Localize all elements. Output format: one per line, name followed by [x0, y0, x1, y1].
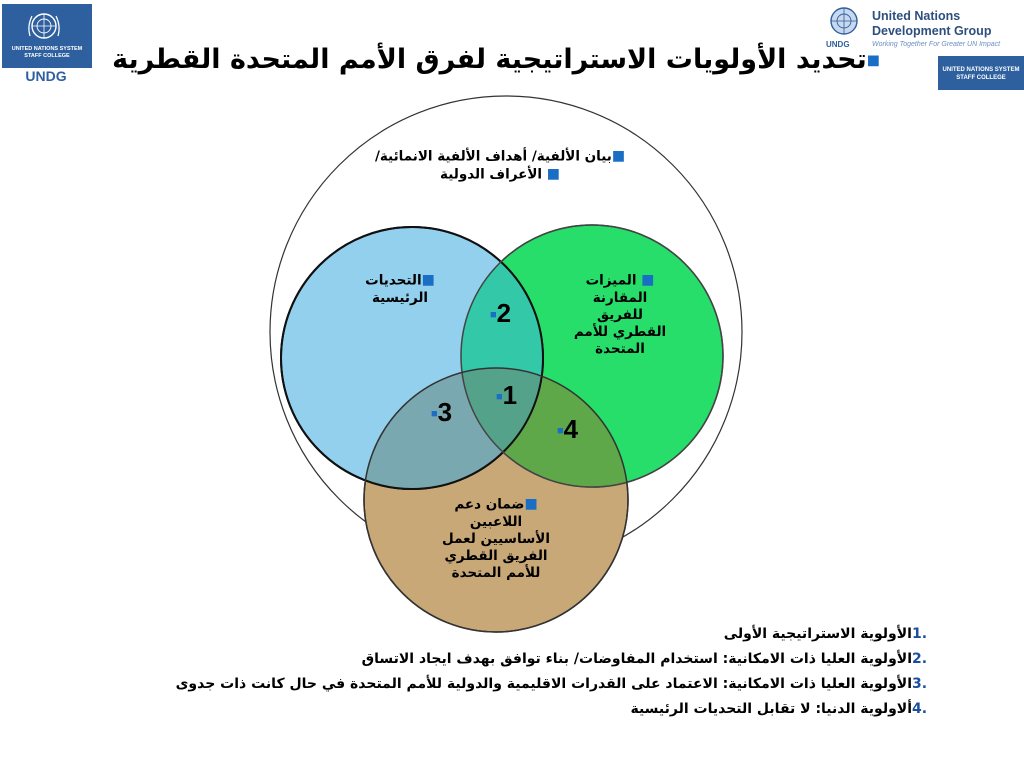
un-emblem-icon — [28, 13, 60, 39]
logo-abbr: UNDG — [826, 40, 850, 49]
region-number-1: ■1 — [496, 380, 518, 410]
legend-item: 4.ألاولوية الدنيا: لا تقابل التحديات الر… — [36, 697, 936, 722]
tan-circle-outline — [363, 367, 629, 633]
tan-circle-label: ■ضمان دعم اللاعبين الأساسيين لعمل الفريق… — [442, 496, 550, 581]
logo-line2: Development Group — [872, 24, 992, 38]
legend-text: الأولوية العليا ذات الامكانية: استخدام ا… — [361, 651, 912, 667]
bullet-icon: ■ — [546, 165, 560, 182]
bullet-icon: ■ — [431, 408, 438, 420]
priority-legend: 1.الأولوية الاستراتيجية الأولى 2.الأولوي… — [36, 622, 936, 722]
legend-text: الأولوية الاستراتيجية الأولى — [723, 626, 912, 642]
bullet-icon: ■ — [641, 272, 655, 288]
bullet-icon: ■ — [557, 425, 564, 437]
outer-label-line2: ■ الأعراف الدولية — [440, 165, 560, 183]
green-circle-label: ■ الميزات المقارنة للفريق القطري للأمم ا… — [573, 272, 667, 357]
legend-text: الأولوية العليا ذات الامكانية: الاعتماد … — [175, 676, 912, 692]
bullet-icon: ■ — [421, 272, 435, 288]
legend-item: 1.الأولوية الاستراتيجية الأولى — [36, 622, 936, 647]
green-circle-outline — [460, 224, 724, 488]
legend-item: 2.الأولوية العليا ذات الامكانية: استخدام… — [36, 647, 936, 672]
bullet-icon: ■ — [866, 52, 880, 69]
legend-index: 2. — [912, 651, 928, 667]
staff-college-badge: UNITED NATIONS SYSTEM STAFF COLLEGE — [938, 56, 1024, 90]
undg-logo-right: UNDG United Nations Development Group Wo… — [814, 0, 1024, 92]
logo-line1: United Nations — [872, 9, 961, 23]
tan-blue-overlap — [364, 368, 543, 489]
logo-abbr: UNDG — [25, 68, 67, 84]
legend-text: ألاولوية الدنيا: لا تقابل التحديات الرئي… — [630, 701, 912, 717]
unssc-logo-left: UNITED NATIONS SYSTEM STAFF COLLEGE UNDG — [0, 0, 94, 92]
legend-item: 3.الأولوية العليا ذات الامكانية: الاعتما… — [36, 672, 936, 697]
bullet-icon: ■ — [496, 391, 503, 403]
slide-title: ■تحديد الأولويات الاستراتيجية لفرق الأمم… — [112, 44, 880, 75]
bullet-icon: ■ — [490, 309, 497, 321]
outer-label-line1: ■بيان الألفية/ أهداف الألفية الانمائية/ — [374, 148, 626, 165]
logo-tagline: Working Together For Greater UN Impact — [872, 41, 1001, 48]
region-number-4: ■4 — [557, 414, 579, 444]
region-number-2: ■2 — [490, 298, 512, 328]
title-text: تحديد الأولويات الاستراتيجية لفرق الأمم … — [112, 44, 867, 75]
legend-index: 3. — [912, 676, 928, 692]
un-emblem-icon — [830, 7, 858, 35]
bullet-icon: ■ — [524, 496, 538, 512]
legend-index: 1. — [912, 626, 928, 642]
blue-circle-label: ■التحديات الرئيسية — [365, 272, 435, 306]
bullet-icon: ■ — [611, 148, 626, 164]
outer-circle-label: ■بيان الألفية/ أهداف الألفية الانمائية/ … — [340, 148, 660, 183]
logo-caption: UNITED NATIONS SYSTEM STAFF COLLEGE — [11, 46, 83, 59]
legend-index: 4. — [912, 701, 928, 717]
blue-circle-outline — [280, 226, 544, 490]
region-number-3: ■3 — [431, 397, 453, 427]
